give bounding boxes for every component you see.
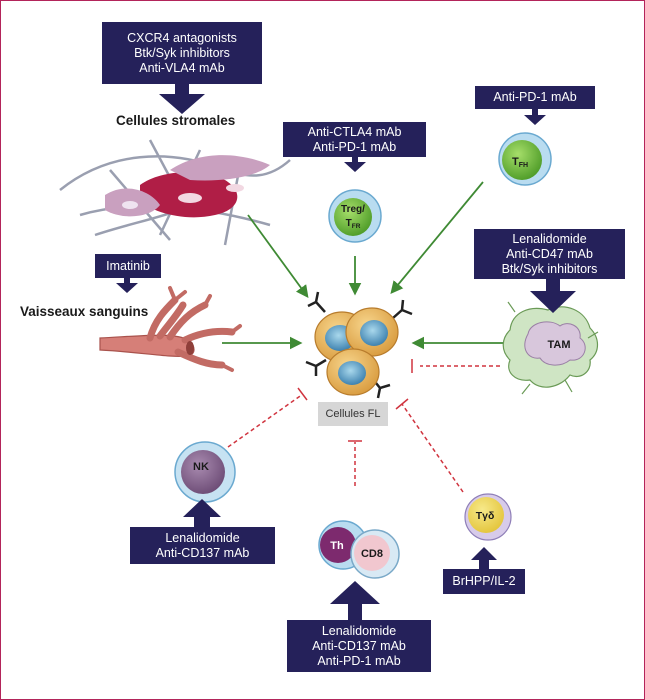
stimulatory-arrows (222, 181, 503, 350)
tam-cell: TAM (502, 293, 599, 395)
tam-therapy-box: Lenalidomide Anti-CD47 mAb Btk/Syk inhib… (474, 229, 625, 279)
therapy-line: Imatinib (106, 258, 150, 273)
treg-label: Treg/ (341, 204, 365, 215)
therapy-line: Anti-PD-1 mAb (312, 139, 397, 154)
therapy-line: Anti-CD137 mAb (155, 545, 250, 560)
fl-cells-label: Cellules FL (318, 402, 388, 426)
stromal-cells-label: Cellules stromales (116, 113, 236, 128)
vessels-therapy-box: Imatinib (95, 254, 161, 278)
inhibitory-lines (227, 359, 500, 493)
cd8-label: CD8 (361, 548, 383, 560)
therapy-line: Anti-CD47 mAb (506, 246, 593, 261)
therapy-line: Anti-CD137 mAb (312, 638, 406, 653)
blood-vessel-illustration (99, 286, 242, 372)
therapy-line: Anti-VLA4 mAb (139, 60, 225, 75)
tfh-cell: TFH (498, 132, 552, 186)
therapy-line: Lenalidomide (512, 231, 587, 246)
svg-text:TFR: TFR (346, 218, 361, 230)
tfr-subscript: FR (352, 223, 361, 230)
therapy-line: Lenalidomide (165, 530, 240, 545)
tam-label: TAM (547, 339, 570, 351)
tfh-therapy-box: Anti-PD-1 mAb (475, 86, 595, 109)
tfh-subscript: FH (519, 162, 528, 169)
svg-text:TFH: TFH (512, 156, 528, 169)
th-cd8-cells: Th CD8 (318, 520, 400, 579)
therapy-line: Anti-PD-1 mAb (493, 90, 577, 104)
th-label: Th (330, 540, 344, 552)
therapy-line: BrHPP/IL-2 (452, 574, 516, 588)
stromal-cells-illustration (59, 139, 291, 246)
nk-cell: NK (174, 441, 236, 503)
nk-therapy-box: Lenalidomide Anti-CD137 mAb (130, 527, 275, 564)
blood-vessels-label: Vaisseaux sanguins (20, 304, 149, 319)
tcells-therapy-box: Lenalidomide Anti-CD137 mAb Anti-PD-1 mA… (287, 620, 431, 672)
therapy-line: Anti-CTLA4 mAb (307, 124, 402, 139)
therapy-line: Btk/Syk inhibitors (501, 261, 598, 276)
nk-label: NK (193, 461, 209, 473)
tgd-therapy-box: BrHPP/IL-2 (443, 569, 525, 594)
treg-therapy-box: Anti-CTLA4 mAb Anti-PD-1 mAb (283, 122, 426, 157)
treg-tfr-cell: Treg/ TFR (328, 189, 382, 243)
tgd-label: Tγδ (476, 510, 495, 522)
stroma-therapy-box: CXCR4 antagonists Btk/Syk inhibitors Ant… (102, 22, 262, 84)
therapy-line: CXCR4 antagonists (127, 30, 237, 45)
tfh-label: T (512, 156, 519, 168)
therapy-line: Lenalidomide (321, 623, 397, 638)
therapy-arrows (116, 84, 576, 620)
tfr-label: T (346, 218, 352, 229)
therapy-line: Anti-PD-1 mAb (317, 653, 401, 668)
therapy-line: Btk/Syk inhibitors (134, 45, 230, 60)
tgd-cell: Tγδ (464, 493, 512, 541)
fl-cells-cluster (305, 291, 413, 399)
